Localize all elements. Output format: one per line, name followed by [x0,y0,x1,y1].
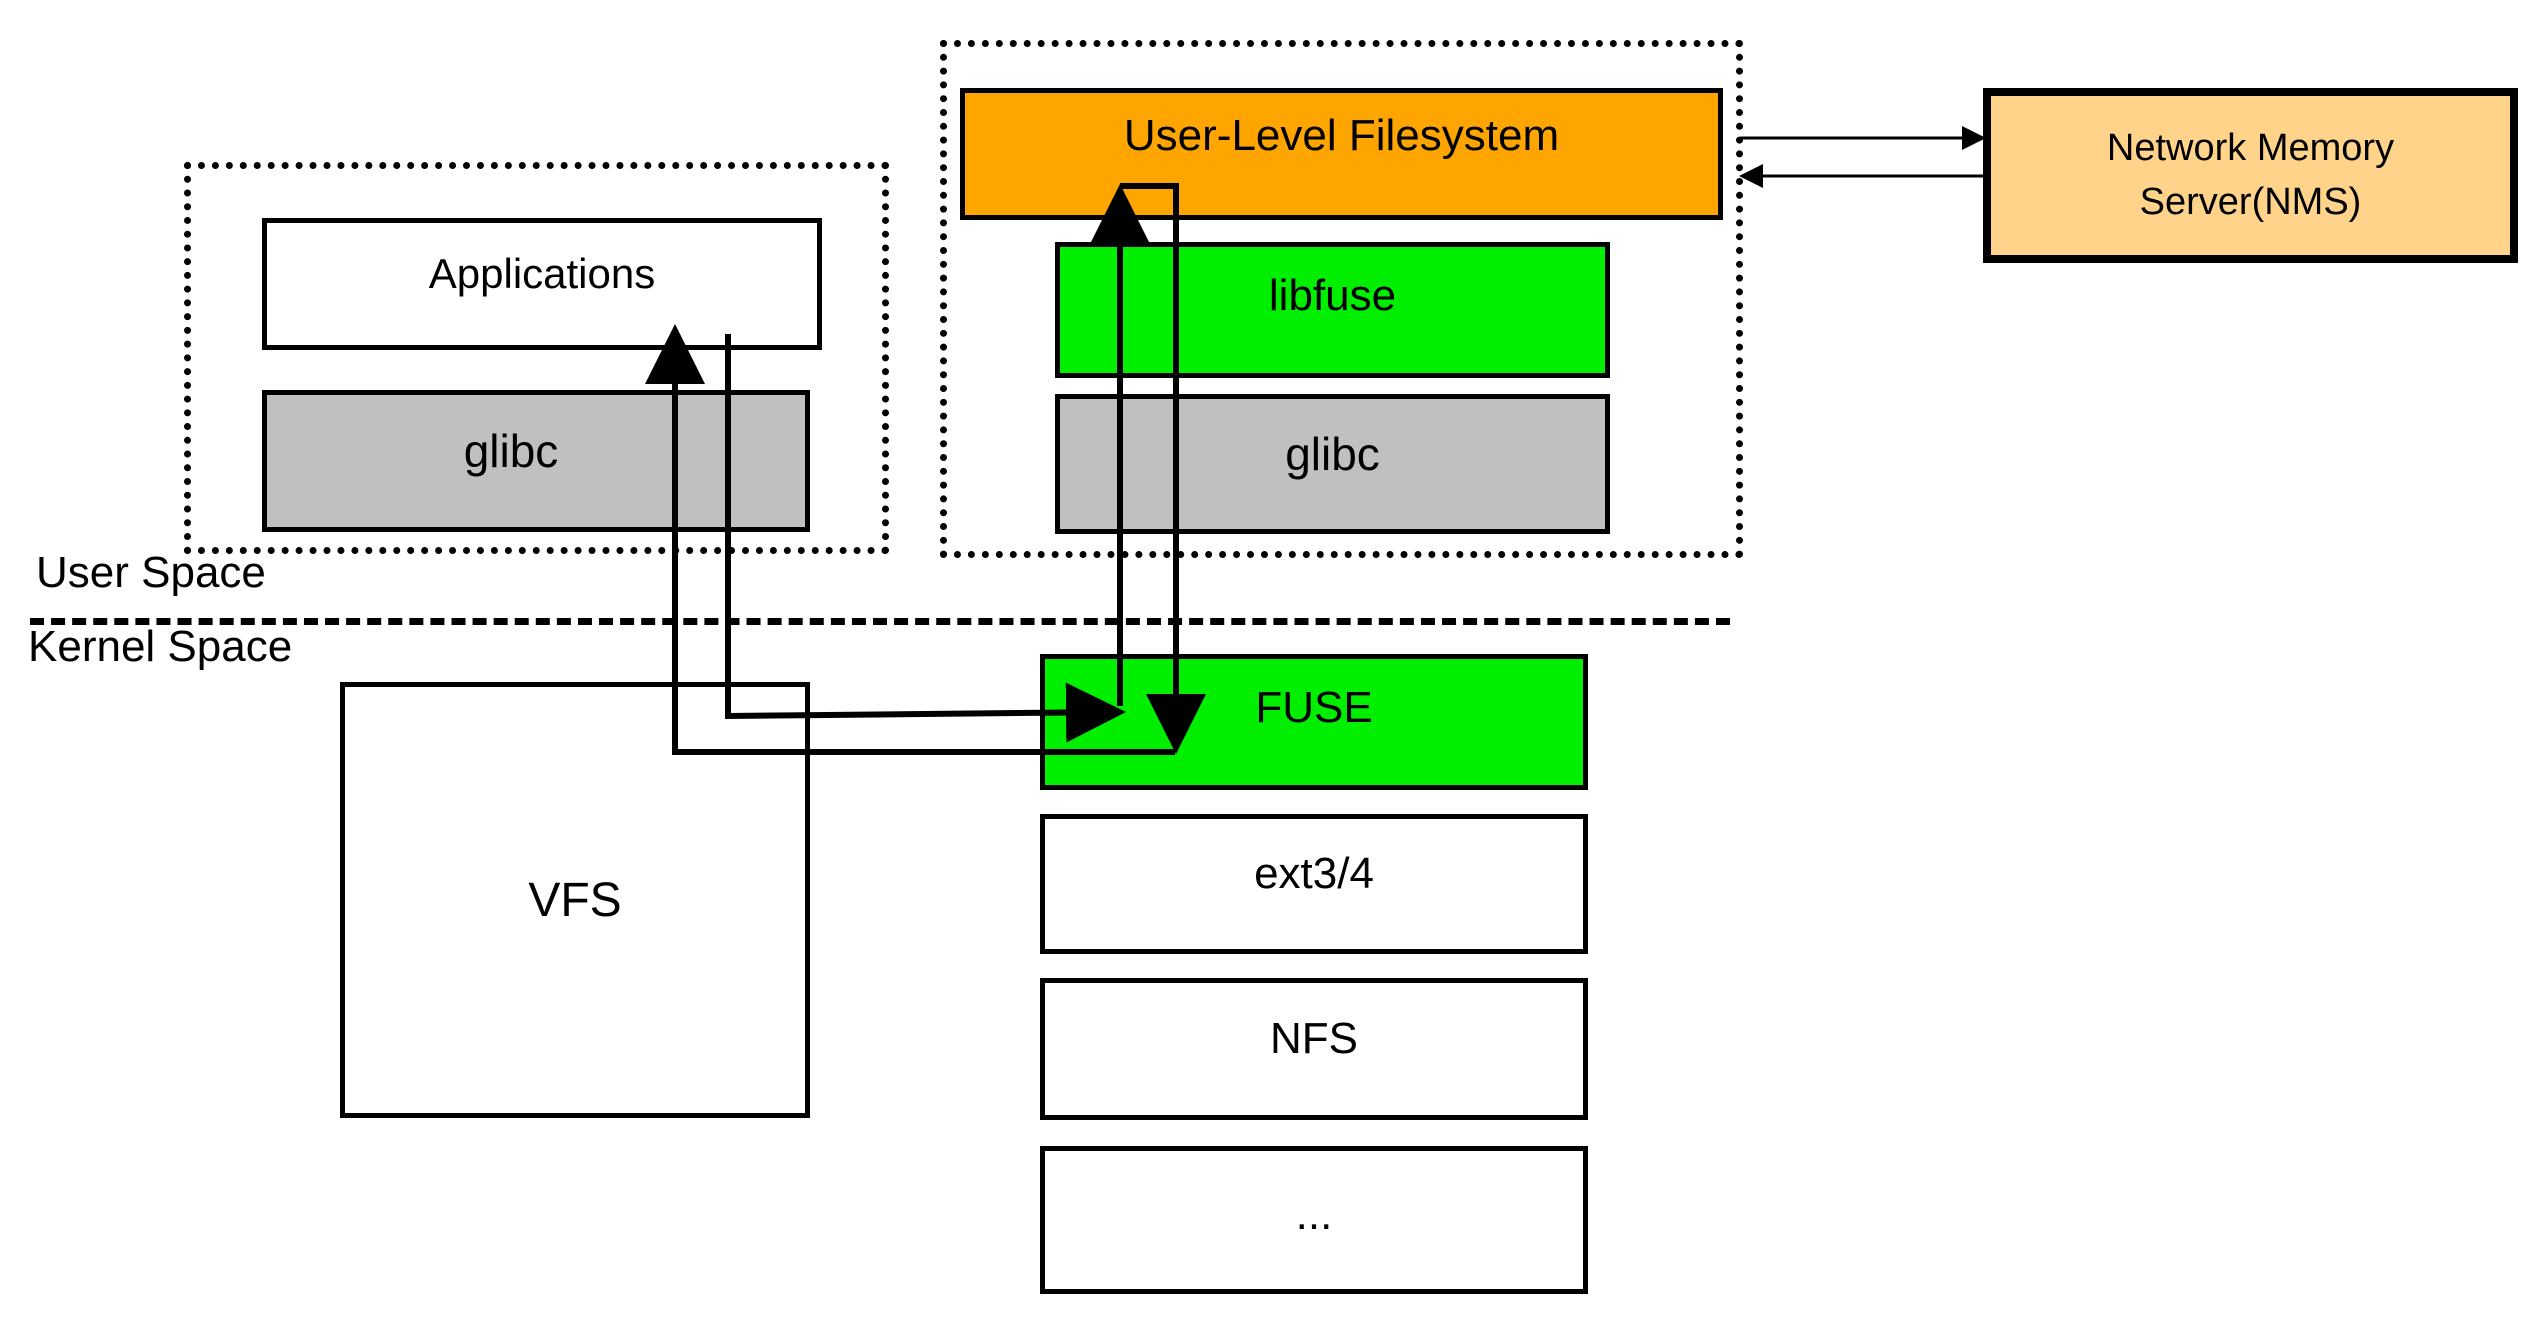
fuse-label: FUSE [1255,683,1373,732]
kernel-space-label: Kernel Space [28,622,293,671]
fuse-box: FUSE [1040,654,1588,790]
nfs-label: NFS [1270,1014,1358,1063]
nms-label-line2: Server(NMS) [2139,180,2362,223]
app-to-fuse-arrow [725,334,1126,743]
userfs-to-fuse-arrow [1120,183,1206,754]
nfs-box: NFS [1040,978,1588,1120]
glibc-left-label: glibc [463,425,559,477]
user-app-container [184,162,889,554]
libfuse-box: libfuse [1055,242,1610,378]
glibc-right-box: glibc [1055,394,1610,534]
nms-label-line1: Network Memory [2106,127,2395,170]
user-fs-container [940,40,1743,558]
glibc-left-box: glibc [262,390,810,532]
applications-label: Applications [428,250,656,297]
user-space-label: User Space [36,548,266,597]
user-level-filesystem-box: User-Level Filesystem [960,88,1723,220]
glibc-right-label: glibc [1285,428,1380,480]
ext34-box: ext3/4 [1040,814,1588,954]
ext34-label: ext3/4 [1254,849,1374,898]
more-filesystems-label: ... [1295,1190,1333,1239]
vfs-label: VFS [528,873,622,927]
applications-box: Applications [262,218,822,350]
network-memory-server-box: Network Memory Server(NMS) [1983,88,2518,263]
user-level-filesystem-label: User-Level Filesystem [1123,111,1560,160]
libfuse-label: libfuse [1268,271,1397,320]
more-filesystems-box: ... [1040,1146,1588,1294]
space-divider [30,618,1730,625]
fuse-to-app-arrow [645,324,1175,755]
